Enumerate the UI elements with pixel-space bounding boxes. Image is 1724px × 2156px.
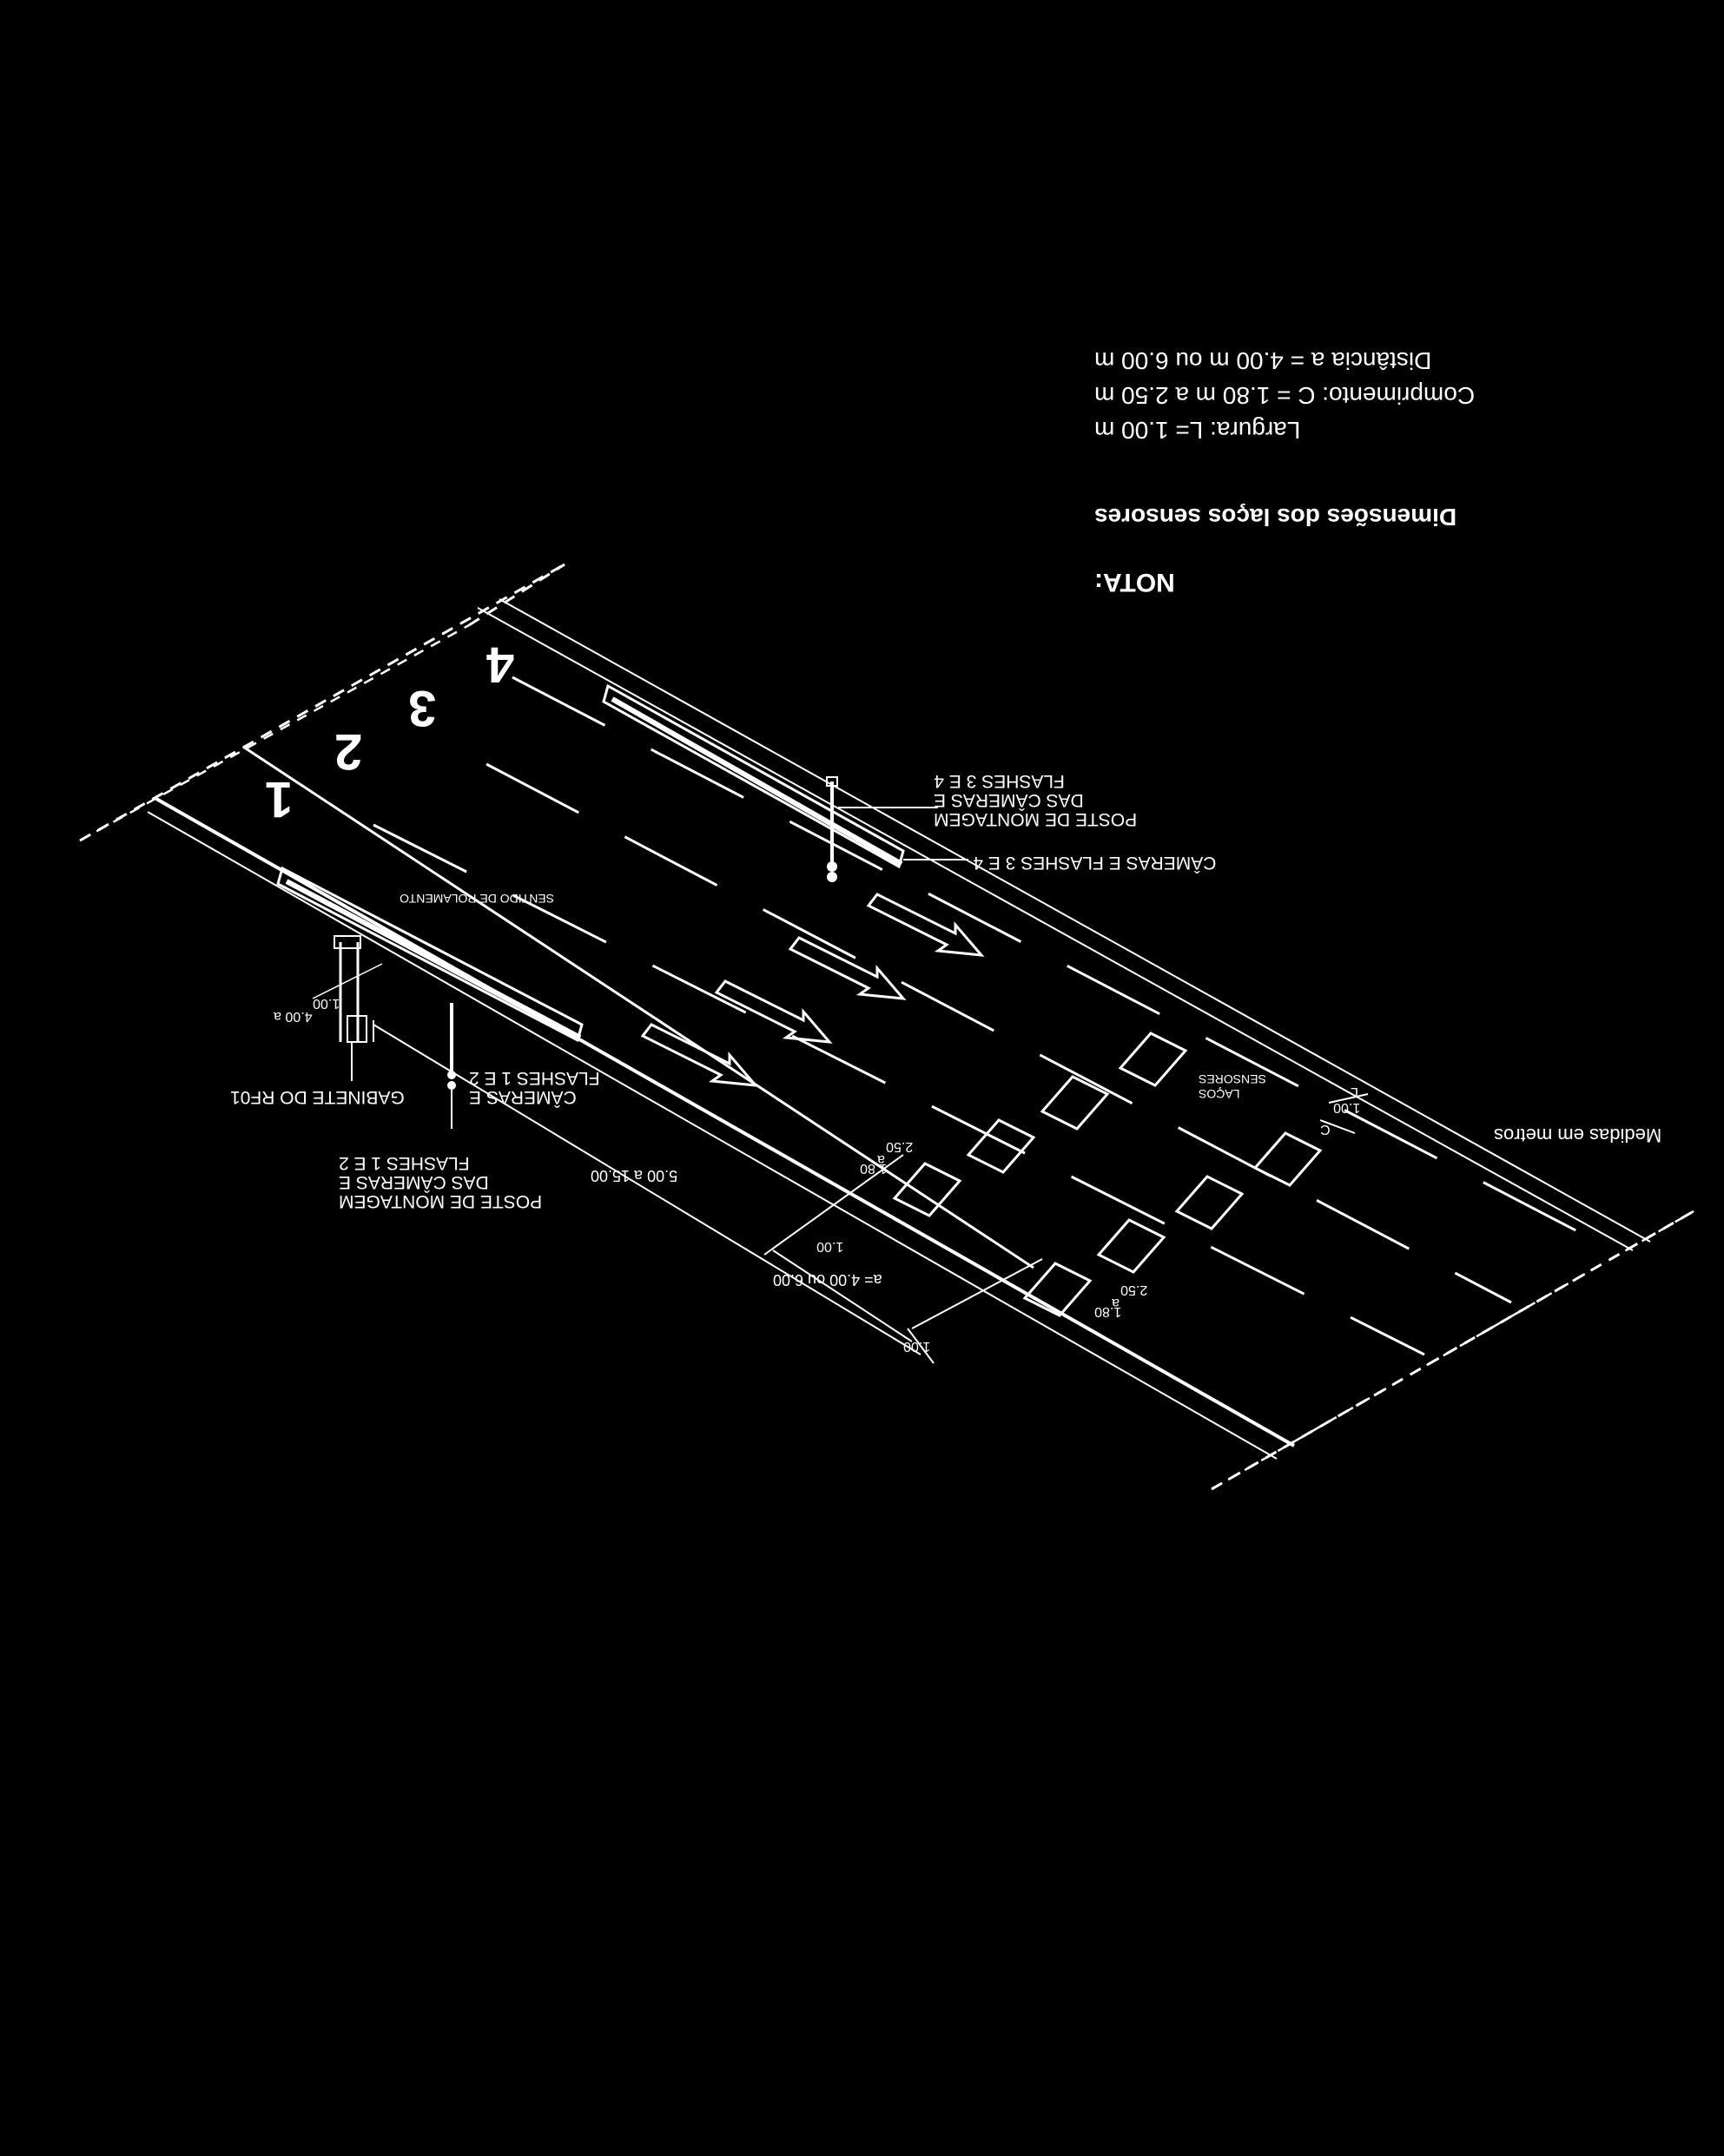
lane-numbers: 1 2 3 4 xyxy=(265,636,514,827)
label-pole-34-line1: POSTE DE MONTAGEM xyxy=(934,809,1137,829)
label-pole-12-line1: POSTE DE MONTAGEM xyxy=(339,1191,542,1211)
dim-length-a-2: a xyxy=(877,1152,885,1167)
lane-divider-1 xyxy=(373,823,1425,1356)
road-edge-line-left-a xyxy=(155,797,1295,1447)
arrow-lane-3 xyxy=(788,936,907,1000)
direction-arrows xyxy=(640,893,985,1087)
note-block: NOTA: Dimensões dos laços sensores Largu… xyxy=(1094,347,1475,597)
lane-divider-3 xyxy=(512,676,1582,1235)
label-cabinet: GABINETE DO RF01 xyxy=(230,1087,405,1107)
note-title: NOTA: xyxy=(1094,568,1175,597)
note-line-length: Comprimento: C = 1.80 m a 2.50 m xyxy=(1094,382,1475,409)
dimension-texts: 5.00 a 15.00 a= 4.00 ou 6.00 1.00 1.00 1… xyxy=(274,996,1360,1354)
label-cameras-flashes-34: CÂMERAS E FLASHES 3 E 4 xyxy=(973,853,1216,873)
label-traffic-direction: SENTIDO DE ROLAMENTO xyxy=(400,892,554,906)
dim-length-a-1: 2.50 xyxy=(886,1139,913,1154)
sensor-loop xyxy=(1022,1262,1093,1317)
arrow-lane-2 xyxy=(714,979,833,1044)
lane-edge-1 xyxy=(242,745,1034,1269)
lane-divider-2 xyxy=(485,762,1512,1304)
arrow-lane-4 xyxy=(866,893,985,957)
leader-lines xyxy=(351,807,968,1129)
dim-one-b: 1.00 xyxy=(816,1239,843,1254)
road-start-boundary xyxy=(79,623,470,842)
sensor-loops xyxy=(892,1032,1323,1317)
lane-number-3: 3 xyxy=(408,680,436,736)
lane-separators xyxy=(147,598,1651,1460)
lane-number-1: 1 xyxy=(265,771,293,827)
label-sensor-loops-line2: SENSORES xyxy=(1199,1072,1266,1086)
arrow-lane-1 xyxy=(640,1023,759,1087)
dim-one-a: 1.00 xyxy=(903,1339,930,1354)
dim-one-c: 1.00 xyxy=(1333,1100,1360,1115)
dimension-lines xyxy=(312,963,1369,1364)
cabinet-rf01 xyxy=(334,935,367,1043)
units-note: Medidas em metros xyxy=(1494,1124,1661,1146)
label-cameras-flashes-12-line2: FLASHES 1 E 2 xyxy=(469,1068,600,1088)
dim-distance-a: a= 4.00 ou 6.00 xyxy=(773,1271,882,1289)
sensor-loop xyxy=(1096,1218,1166,1274)
sensor-loop xyxy=(892,1162,962,1217)
gantry-right xyxy=(602,683,905,869)
label-pole-34-line2: DAS CÂMERAS E xyxy=(934,790,1084,810)
labels: Medidas em metros CÂMERAS E FLASHES 3 E … xyxy=(230,771,1661,1211)
note-subtitle: Dimensões dos laços sensores xyxy=(1094,504,1456,531)
dim-length-b-2: a xyxy=(1112,1296,1120,1310)
label-pole-34-line3: FLASHES 3 E 4 xyxy=(934,771,1065,791)
pole-cameras-34 xyxy=(826,776,838,882)
sensor-loop xyxy=(966,1118,1036,1174)
sensor-loop xyxy=(1118,1032,1188,1087)
road-edge-line-right-b xyxy=(499,598,1651,1243)
sensor-loop xyxy=(1040,1075,1110,1131)
label-cameras-flashes-12-line1: CÂMERAS E xyxy=(469,1087,577,1107)
dim-length-b-3: 1.80 xyxy=(1094,1304,1121,1319)
sensor-loop xyxy=(1174,1175,1245,1230)
road-edge-line-right-a xyxy=(477,607,1634,1251)
dim-length-b-1: 2.50 xyxy=(1120,1282,1147,1297)
dim-L: L xyxy=(1351,1085,1358,1099)
road-edge-line-left-b xyxy=(147,811,1278,1460)
dim-pole-distance: 5.00 a 15.00 xyxy=(591,1167,677,1184)
dim-length-a-3: 1.80 xyxy=(860,1161,887,1176)
lane-number-2: 2 xyxy=(334,723,362,780)
dim-cabinet-a: 1.00 xyxy=(313,996,340,1011)
gantry-left xyxy=(276,866,584,1043)
label-pole-12-line2: DAS CÂMERAS E xyxy=(339,1172,489,1192)
note-line-distance: Distância a = 4.00 m ou 6.00 m xyxy=(1094,347,1431,374)
road-end-boundary xyxy=(1211,1210,1694,1491)
dim-C: C xyxy=(1320,1122,1331,1137)
label-pole-12-line3: FLASHES 1 E 2 xyxy=(339,1153,470,1173)
label-sensor-loops-line1: LAÇOS xyxy=(1199,1087,1239,1101)
dim-cabinet-b: 4.00 a xyxy=(274,1009,313,1024)
lane-number-4: 4 xyxy=(486,636,514,693)
road-top-boundary xyxy=(468,563,565,627)
note-line-width: Largura: L= 1.00 m xyxy=(1094,417,1300,444)
sensor-loop xyxy=(1252,1131,1323,1187)
